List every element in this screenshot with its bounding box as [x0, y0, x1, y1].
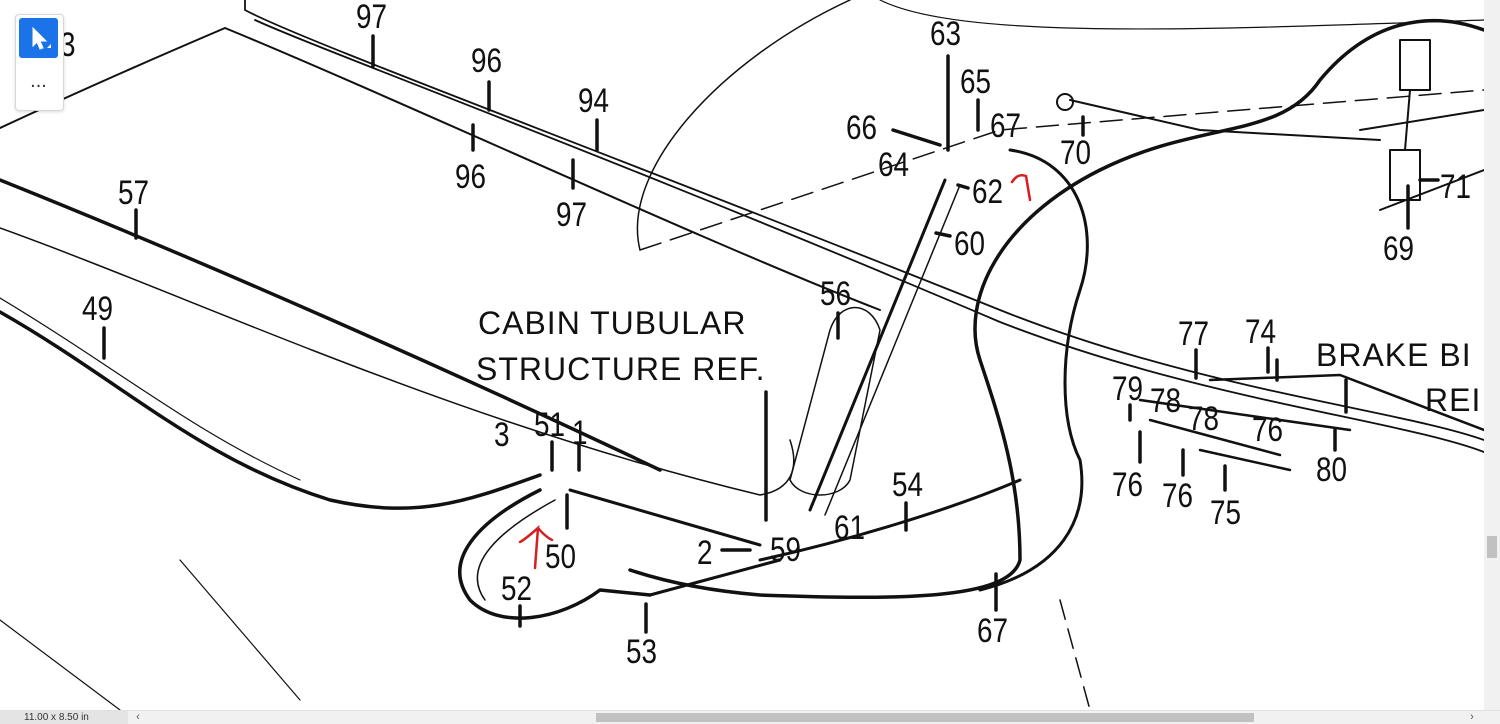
part-number-59: 59 — [770, 531, 802, 569]
vertical-scrollbar[interactable] — [1484, 0, 1500, 710]
part-number-97-mid: 97 — [556, 196, 588, 234]
part-number-53: 53 — [626, 633, 658, 671]
cabin-reference-line1: CABIN TUBULAR — [478, 305, 747, 341]
scroll-right-arrow-icon[interactable]: › — [1470, 711, 1474, 723]
part-number-78b: 78 — [1188, 400, 1220, 438]
tool-palette: ... — [15, 14, 64, 111]
part-number-76c: 76 — [1162, 477, 1194, 515]
pointer-arrow-icon — [32, 26, 51, 50]
part-number-62: 62 — [972, 173, 1004, 211]
part-number-70: 70 — [1060, 134, 1092, 172]
part-number-66: 66 — [846, 109, 878, 147]
vertical-scroll-thumb[interactable] — [1487, 536, 1497, 558]
part-number-61: 61 — [834, 509, 866, 547]
part-number-71: 71 — [1440, 168, 1472, 206]
part-number-75: 75 — [1210, 494, 1242, 532]
part-number-74: 74 — [1245, 313, 1277, 351]
brake-reference-line1: BRAKE BI — [1316, 337, 1472, 373]
part-number-76a: 76 — [1252, 411, 1284, 449]
part-number-94: 94 — [578, 82, 610, 120]
part-number-3: 3 — [494, 416, 510, 454]
part-number-69: 69 — [1383, 230, 1415, 268]
more-tools-button[interactable]: ... — [30, 70, 47, 92]
part-number-77: 77 — [1178, 315, 1210, 353]
part-number-76b: 76 — [1112, 466, 1144, 504]
part-number-97-top: 97 — [356, 0, 388, 36]
parts-diagram — [0, 0, 1484, 710]
page-size-readout: 11.00 x 8.50 in — [0, 711, 128, 724]
part-number-64: 64 — [878, 146, 910, 184]
part-number-79: 79 — [1112, 370, 1144, 408]
part-number-63: 63 — [930, 15, 962, 53]
part-number-67-bottom: 67 — [977, 612, 1009, 650]
part-number-56: 56 — [820, 275, 852, 313]
part-number-52: 52 — [501, 570, 533, 608]
brake-reference-line2: REI — [1425, 382, 1482, 418]
part-number-60: 60 — [954, 225, 986, 263]
part-number-49: 49 — [82, 290, 114, 328]
part-number-96-bottom: 96 — [455, 158, 487, 196]
part-number-67-top: 67 — [990, 107, 1022, 145]
cabin-reference-line2: STRUCTURE REF. — [476, 351, 766, 387]
scroll-left-arrow-icon[interactable]: ‹ — [136, 711, 140, 723]
horizontal-scroll-thumb[interactable] — [596, 713, 1254, 722]
pointer-tool-button[interactable] — [19, 18, 58, 58]
part-number-65: 65 — [960, 63, 992, 101]
part-number-80: 80 — [1316, 451, 1348, 489]
part-number-57: 57 — [118, 174, 150, 212]
part-number-54: 54 — [892, 466, 924, 504]
status-bar: 11.00 x 8.50 in ‹ › — [0, 710, 1500, 724]
document-canvas: 97 96 94 96 97 3 57 49 63 65 66 67 70 64… — [0, 0, 1484, 710]
part-number-50: 50 — [545, 538, 577, 576]
part-number-78a: 78 — [1150, 382, 1182, 420]
part-number-51: 51 — [534, 406, 566, 444]
part-number-1: 1 — [572, 414, 588, 452]
part-number-96-top: 96 — [471, 42, 503, 80]
part-number-2: 2 — [697, 534, 713, 572]
